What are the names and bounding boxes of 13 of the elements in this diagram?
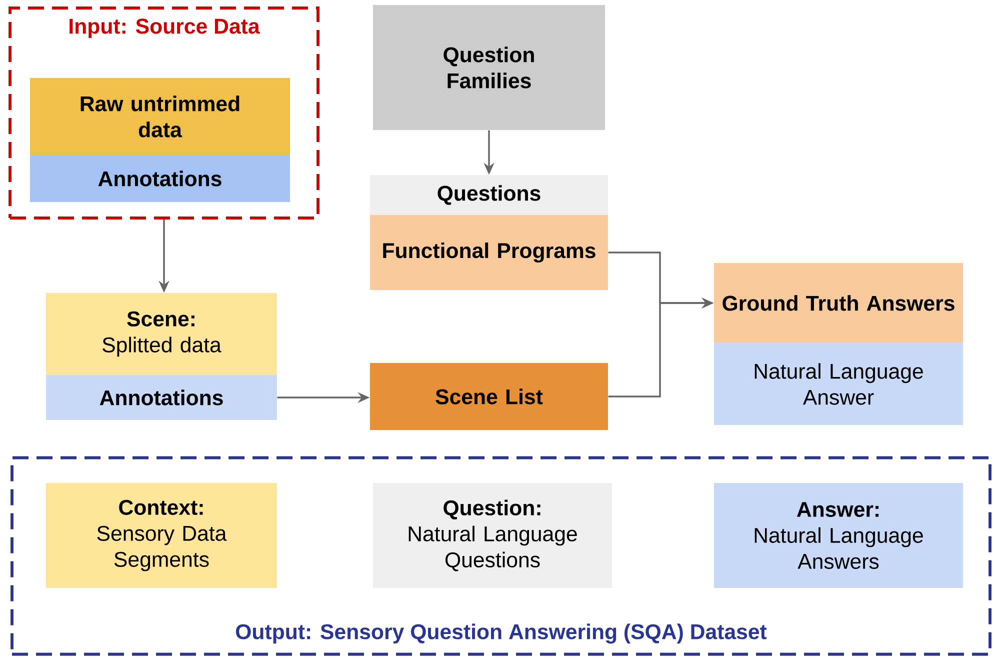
output-box: Answer: Natural Language Answers [714, 482, 964, 588]
process-box: Question Families [373, 4, 605, 130]
process-box: Functional Programs [370, 215, 608, 290]
process-box: Questions [370, 175, 608, 215]
scene-box: Scene: Splitted data [46, 293, 277, 375]
annotation-box: Annotations [46, 374, 277, 420]
output-box: Context: Sensory Data Segments [46, 482, 277, 588]
data-box: Raw untrimmed data [30, 78, 290, 156]
annotation-box: Annotations [30, 155, 290, 202]
answer-box: Ground Truth Answers [714, 263, 964, 343]
answer-box: Natural Language Answer [714, 343, 964, 425]
process-box: Scene List [370, 363, 608, 430]
output-box: Question: Natural Language Questions [373, 482, 612, 588]
